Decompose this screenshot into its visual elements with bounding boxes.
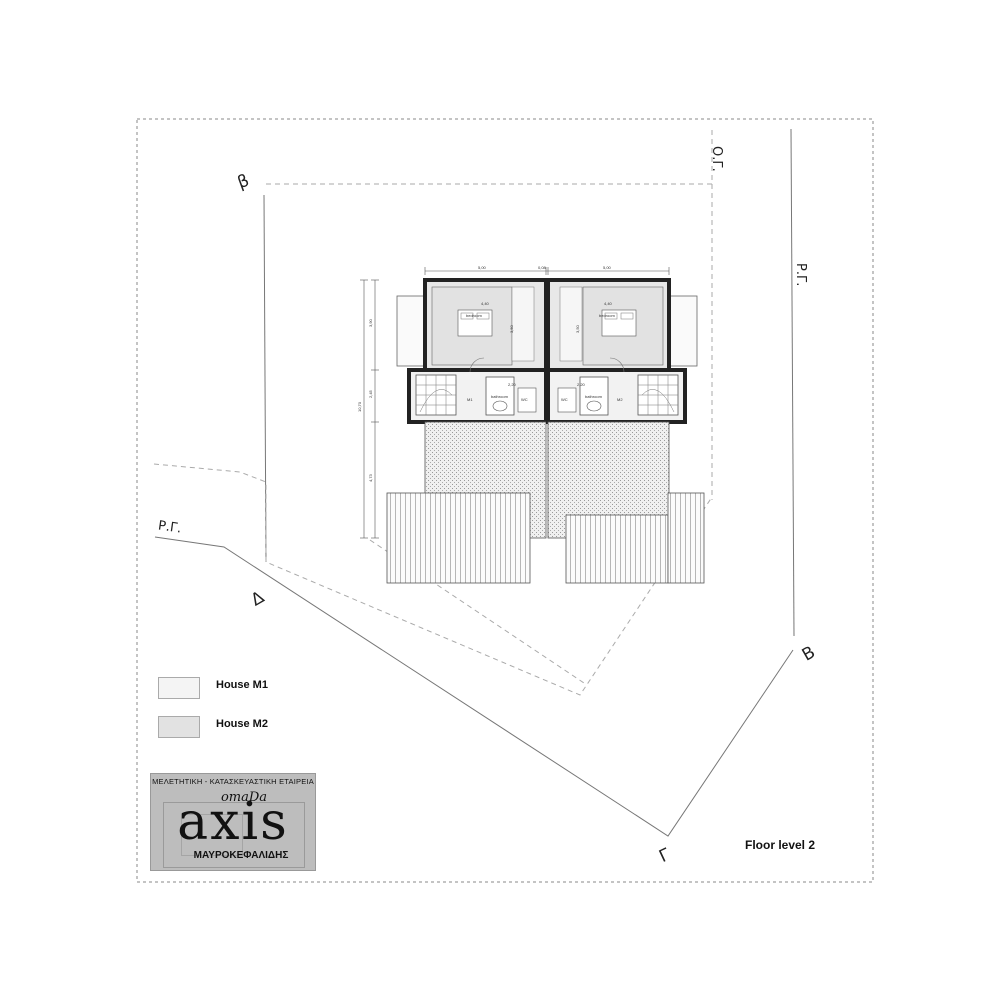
house-m2-plan	[546, 278, 705, 584]
road-label-og: Ο.Γ.	[709, 146, 724, 172]
legend-label-m1: House M1	[216, 679, 268, 691]
room-bathroom-m1: bathroom	[491, 394, 509, 399]
legend-swatch-m2	[158, 716, 200, 738]
plot-boundary	[154, 128, 795, 837]
dim-bath-width-m1: 2,20	[508, 382, 517, 387]
dim-left-seg2: 2,45	[368, 389, 373, 398]
dim-bedroom-width-m2: 4,40	[604, 301, 613, 306]
logo-small-text: omaDa	[220, 790, 268, 805]
room-bedroom-m2: bedroom	[599, 313, 615, 318]
road-label-rg-right: Ρ.Γ.	[793, 263, 808, 287]
dim-left-total: 10,70	[357, 401, 362, 412]
building-line	[153, 130, 713, 696]
logo-brand-text: axis	[177, 792, 289, 852]
room-wc-m2: WC	[561, 397, 568, 402]
house-tag-m1: M1	[467, 397, 473, 402]
dim-bedroom-depth-m2: 3,50	[575, 324, 580, 333]
logo-bottom-text: ΜΑΥΡΟΚΕΦΑΛΙΔΗΣ	[193, 850, 289, 861]
dim-top-right: 5,00	[603, 265, 612, 270]
logo-background-plan	[163, 802, 305, 868]
dim-bedroom-width-m1: 4,40	[481, 301, 490, 306]
dim-left-seg3: 4,73	[368, 473, 373, 482]
legend-label-m2: House M2	[216, 718, 268, 730]
room-bedroom-m1: bedroom	[466, 313, 482, 318]
room-wc-m1: WC	[521, 397, 528, 402]
legend-item-house-m1: House M1	[158, 677, 458, 699]
room-bathroom-m2: bathroom	[585, 394, 603, 399]
legend-item-house-m2: House M2	[158, 716, 458, 738]
legend-swatch-m1	[158, 677, 200, 699]
dimension-lines	[360, 267, 670, 539]
dim-top-gap: 0,08	[538, 265, 547, 270]
dim-bedroom-depth-m1: 3,50	[509, 324, 514, 333]
logo-top-text: ΜΕΛΕΤΗΤΙΚΗ - ΚΑΤΑΣΚΕΥΑΣΤΙΚΗ ΕΤΑΙΡΕΙΑ	[152, 777, 314, 786]
floor-level-label: Floor level 2	[745, 838, 816, 852]
house-tag-m2: M2	[617, 397, 623, 402]
road-label-rg-left: Ρ.Γ.	[157, 518, 183, 537]
sheet-frame	[136, 118, 874, 883]
dim-bath-width-m2: 2,20	[577, 382, 586, 387]
company-logo: ΜΕΛΕΤΗΤΙΚΗ - ΚΑΤΑΣΚΕΥΑΣΤΙΚΗ ΕΤΑΙΡΕΙΑ oma…	[150, 773, 316, 871]
dim-top-left: 5,00	[478, 265, 487, 270]
dim-left-seg1: 3,90	[368, 318, 373, 327]
logo-background-plan-detail	[181, 814, 243, 856]
house-m1-plan	[386, 278, 548, 584]
